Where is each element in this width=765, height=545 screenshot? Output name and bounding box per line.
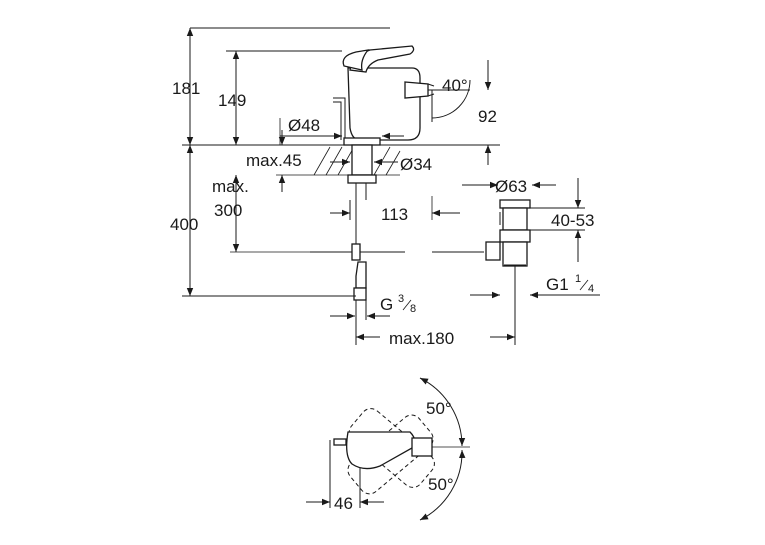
hose-max-label: max. <box>212 177 249 196</box>
waste-diameter-label: Ø63 <box>495 177 527 196</box>
waste-thread-num: 1 <box>575 273 581 285</box>
supply-thread-num: 3 <box>398 293 404 305</box>
total-400-label: 400 <box>170 215 198 234</box>
angle-top-arc <box>419 377 466 447</box>
outlet-92-label: 92 <box>478 107 497 126</box>
projection-113-label: 113 <box>381 205 408 224</box>
supply-thread-base: G <box>380 295 393 314</box>
max-180-label: max.180 <box>389 329 454 348</box>
side-view: 181 149 40° 92 Ø48 max.45 Ø34 max. 300 <box>170 27 600 348</box>
overall-height-label: 181 <box>172 79 200 98</box>
hose-300-label: 300 <box>214 201 242 220</box>
angle-bottom-label: 50° <box>428 475 454 494</box>
handle-top <box>346 431 416 470</box>
angle-40-label: 40° <box>442 76 468 95</box>
faucet-body <box>333 45 435 220</box>
waste-assembly <box>485 199 531 267</box>
angle-bottom-arc <box>419 449 466 521</box>
angle-top-label: 50° <box>426 399 452 418</box>
waste-range-label: 40-53 <box>551 211 594 230</box>
deck-thickness-label: max.45 <box>246 151 302 170</box>
top-view: 50° 50° 46 <box>306 377 470 521</box>
spout-top <box>411 437 433 457</box>
base-diameter-label: Ø48 <box>288 116 320 135</box>
spout-height-label: 149 <box>218 91 246 110</box>
hole-diameter-label: Ø34 <box>400 155 432 174</box>
rod-top <box>333 438 347 446</box>
waste-thread-base: G1 <box>546 275 569 294</box>
supply-thread-den: 8 <box>410 303 416 315</box>
angle-40-arc <box>431 79 471 119</box>
waste-thread-den: 4 <box>588 283 594 295</box>
handle-46-label: 46 <box>334 494 353 513</box>
supply-hoses <box>310 200 484 320</box>
